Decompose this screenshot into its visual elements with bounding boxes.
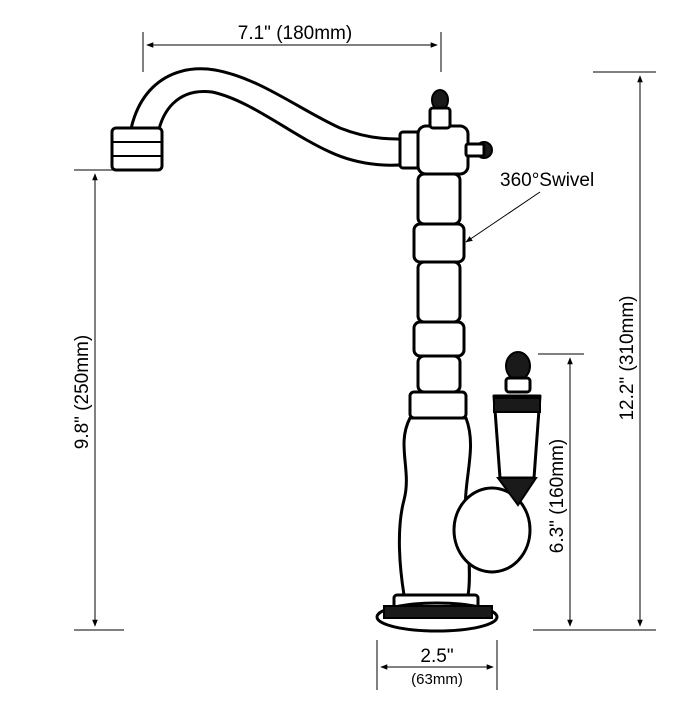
valve-housing [452, 486, 532, 574]
faucet-column [408, 172, 468, 420]
dimension-spout-reach: 7.1" (180mm) [142, 23, 442, 72]
base-mm-label: (63mm) [411, 671, 463, 688]
faucet-base [375, 593, 499, 633]
dimension-base-diameter: 2.5" (63mm) [376, 640, 498, 690]
swivel-label: 360°Swivel [500, 170, 594, 191]
spout-height-label: 9.8" (250mm) [72, 335, 93, 449]
ceramic-handle [492, 351, 542, 507]
swivel-callout: 360°Swivel [465, 170, 594, 243]
dimension-spout-height: 9.8" (250mm) [72, 169, 128, 631]
dimension-handle-height: 6.3" (160mm) [538, 353, 584, 627]
base-inch-label: 2.5" [420, 646, 453, 667]
spout-nozzle [110, 126, 164, 172]
total-height-label: 12.2" (310mm) [617, 295, 638, 420]
dimension-total-height: 12.2" (310mm) [533, 71, 656, 631]
handle-height-label: 6.3" (160mm) [547, 439, 568, 553]
spout-reach-label: 7.1" (180mm) [238, 23, 352, 44]
top-finial [428, 89, 493, 159]
faucet-illustration [110, 67, 542, 633]
spout-collar [398, 124, 470, 176]
